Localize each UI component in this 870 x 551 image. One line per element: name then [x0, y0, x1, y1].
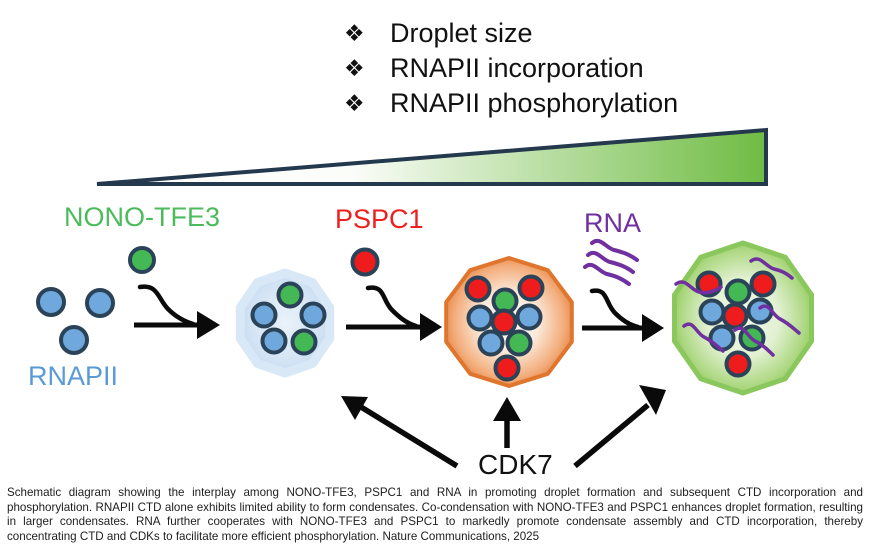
key-point-label: Droplet size	[390, 18, 533, 48]
droplet-large-green	[672, 240, 814, 396]
diamond-bullet-icon: ❖	[344, 90, 365, 116]
molecule-circle	[517, 274, 545, 302]
key-points-list: ❖ Droplet size ❖ RNAPII incorporation ❖ …	[344, 16, 678, 121]
key-point-item: ❖ RNAPII phosphorylation	[344, 86, 678, 121]
molecule-circle	[698, 298, 726, 326]
molecule-circle	[477, 329, 505, 357]
caption-text: Schematic diagram showing the interplay …	[7, 486, 863, 543]
molecule-circle	[515, 303, 543, 331]
arrow-step-2	[346, 285, 442, 341]
molecule-circle	[746, 297, 774, 325]
molecule-circle	[260, 327, 288, 355]
molecule-circle	[724, 350, 752, 378]
cdk7-arrow-right	[573, 385, 666, 469]
arrow-step-1	[134, 284, 220, 339]
rna-strand	[682, 322, 725, 353]
molecule-circle	[36, 287, 66, 317]
label-pspc1: PSPC1	[335, 204, 424, 234]
molecule-circle	[493, 354, 521, 382]
label-cdk7: CDK7	[478, 449, 553, 480]
key-point-item: ❖ RNAPII incorporation	[344, 51, 678, 86]
nono-tfe3-molecule	[128, 246, 156, 274]
label-rna: RNA	[584, 208, 642, 238]
cdk7-arrow-middle	[493, 397, 521, 448]
rna-strand	[583, 262, 631, 286]
cdk7-arrow-left	[341, 396, 459, 469]
key-point-label: RNAPII incorporation	[390, 53, 644, 83]
molecule-circle	[59, 325, 89, 355]
molecule-circle	[464, 275, 492, 303]
label-nono-tfe3: NONO-TFE3	[64, 202, 221, 232]
rna-strand	[758, 304, 801, 335]
droplet-medium-orange	[444, 256, 574, 388]
diamond-bullet-icon: ❖	[344, 55, 365, 81]
rna-strand	[586, 250, 635, 274]
rna-strand	[749, 257, 794, 280]
rna-strand	[674, 280, 723, 295]
diamond-bullet-icon: ❖	[344, 20, 365, 46]
rnapii-free-cluster	[36, 287, 115, 355]
rna-strand	[733, 326, 775, 357]
pspc1-molecule	[350, 247, 380, 277]
molecule-circle	[490, 308, 518, 336]
label-rnapii: RNAPII	[28, 361, 119, 391]
gradient-wedge	[96, 127, 768, 186]
molecule-circle	[276, 281, 304, 309]
molecule-circle	[721, 302, 749, 330]
molecule-circle	[290, 328, 318, 356]
molecule-circle	[724, 278, 752, 306]
molecule-circle	[505, 329, 533, 357]
rna-strands	[583, 238, 639, 286]
molecule-circle	[466, 304, 494, 332]
molecule-circle	[708, 324, 736, 352]
molecule-circle	[250, 301, 278, 329]
key-point-label: RNAPII phosphorylation	[390, 88, 679, 118]
molecule-circle	[299, 301, 327, 329]
arrow-step-3	[582, 288, 664, 342]
molecule-circle	[85, 288, 115, 318]
molecule-circle	[749, 270, 777, 298]
droplet-small-blue	[235, 268, 335, 378]
key-point-item: ❖ Droplet size	[344, 16, 678, 51]
rna-strand	[590, 238, 639, 262]
